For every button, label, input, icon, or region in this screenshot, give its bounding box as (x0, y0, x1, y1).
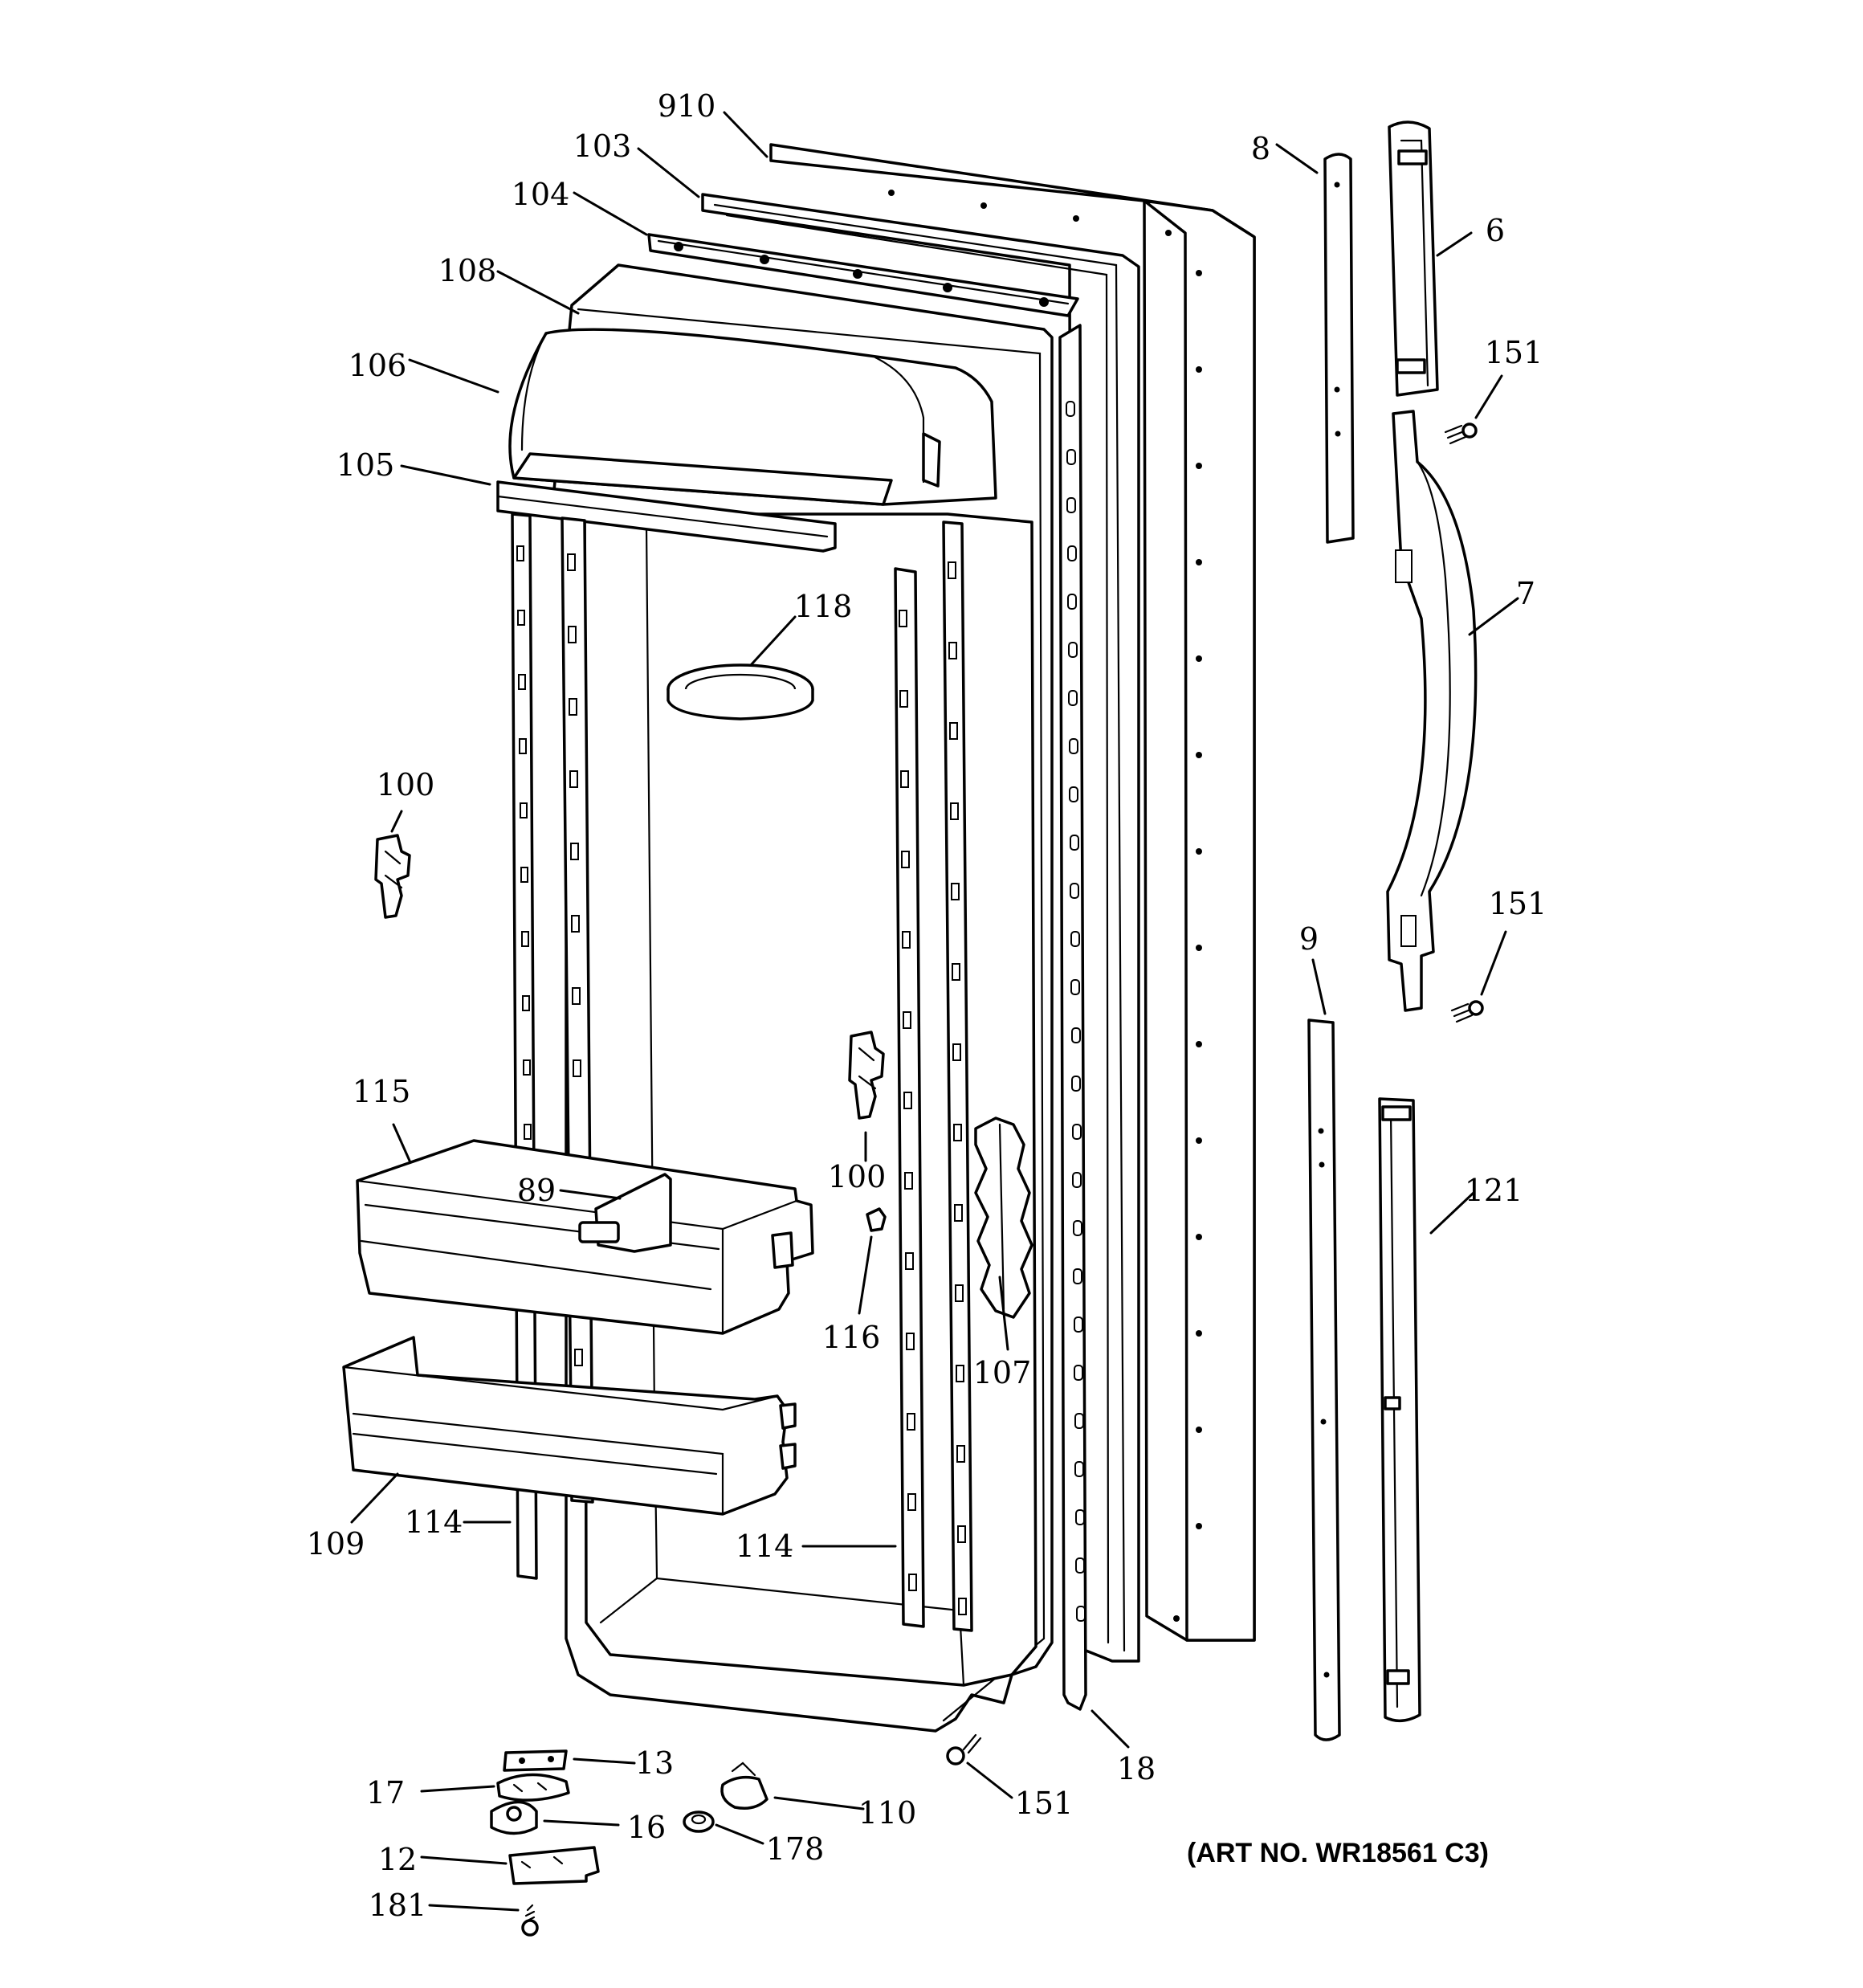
callout-105: 105 (336, 447, 395, 483)
callout-118: 118 (794, 589, 853, 624)
callout-109: 109 (307, 1526, 365, 1561)
callout-151-lower: 151 (1015, 1786, 1074, 1821)
callout-8: 8 (1251, 131, 1270, 166)
retainer-strip-holes (1066, 401, 1086, 1622)
leader-lines (350, 111, 1519, 1912)
part-7-door-handle (1386, 410, 1478, 1012)
callout-910: 910 (658, 88, 716, 124)
callout-121: 121 (1465, 1173, 1523, 1208)
callout-7: 7 (1516, 576, 1535, 611)
part-151-screw-middle (1450, 1000, 1484, 1023)
part-103-door-gasket (701, 193, 1140, 1663)
callout-104: 104 (512, 177, 570, 212)
outer-panel-screw-holes (888, 190, 1202, 1622)
part-109-door-shelf-bin (342, 1336, 797, 1516)
callout-labels: 910 103 104 108 106 105 118 100 100 115 … (307, 88, 1547, 1923)
part-16-hinge-cam (490, 1800, 538, 1835)
art-number: (ART NO. WR18561 C3) (1187, 1838, 1489, 1868)
callout-16: 16 (627, 1810, 666, 1845)
part-9-trim-strip (1307, 1018, 1341, 1741)
callout-17: 17 (366, 1775, 405, 1810)
callout-89: 89 (517, 1173, 556, 1208)
callout-9: 9 (1299, 921, 1319, 957)
part-100-shelf-clip-left (374, 834, 411, 919)
part-17-hinge-bushing (496, 1773, 570, 1802)
part-100-shelf-clip-center (848, 1031, 885, 1120)
callout-151-upper: 151 (1485, 335, 1543, 370)
part-6-handle-cap (1388, 120, 1439, 397)
part-181-screw (521, 1904, 539, 1937)
part-107-insulation (974, 1116, 1033, 1319)
part-8-trim-strip (1323, 153, 1355, 544)
part-116-clip (866, 1207, 887, 1232)
part-106-dairy-compartment-door (508, 328, 997, 506)
part-105-dairy-rail (496, 480, 837, 553)
callout-12: 12 (378, 1842, 417, 1877)
callout-116: 116 (822, 1320, 881, 1355)
callout-18: 18 (1117, 1751, 1156, 1786)
part-115-door-bin (356, 1139, 814, 1335)
callout-6: 6 (1486, 213, 1505, 248)
callout-181: 181 (369, 1888, 427, 1923)
part-118-oval-trim (667, 663, 814, 720)
part-151-screw-upper (1444, 423, 1478, 445)
part-121-lower-trim (1378, 1097, 1421, 1723)
callout-108: 108 (438, 253, 497, 288)
part-151-screw-lower (946, 1733, 982, 1766)
callout-110: 110 (858, 1795, 917, 1831)
part-104-breaker-strip (647, 233, 1079, 317)
part-110-door-stop (720, 1761, 768, 1810)
part-18-liner-retainer-strip (1058, 324, 1087, 1711)
callout-114-left: 114 (405, 1504, 463, 1540)
callout-13: 13 (635, 1745, 674, 1781)
part-910-outer-door-panel (769, 143, 1256, 1642)
callout-100-left: 100 (377, 767, 435, 802)
divider-latch (578, 1221, 620, 1243)
callout-107: 107 (973, 1355, 1032, 1390)
callout-103: 103 (573, 129, 632, 164)
part-13-hinge-shim (503, 1749, 568, 1772)
callout-114-center: 114 (736, 1529, 794, 1564)
callout-115: 115 (353, 1074, 411, 1109)
callout-151-middle: 151 (1489, 886, 1547, 921)
part-178-bumper (683, 1810, 715, 1833)
callout-106: 106 (349, 348, 407, 383)
callout-100-center: 100 (828, 1159, 887, 1194)
part-12-hinge-bracket (508, 1846, 600, 1885)
callout-178: 178 (766, 1831, 825, 1867)
